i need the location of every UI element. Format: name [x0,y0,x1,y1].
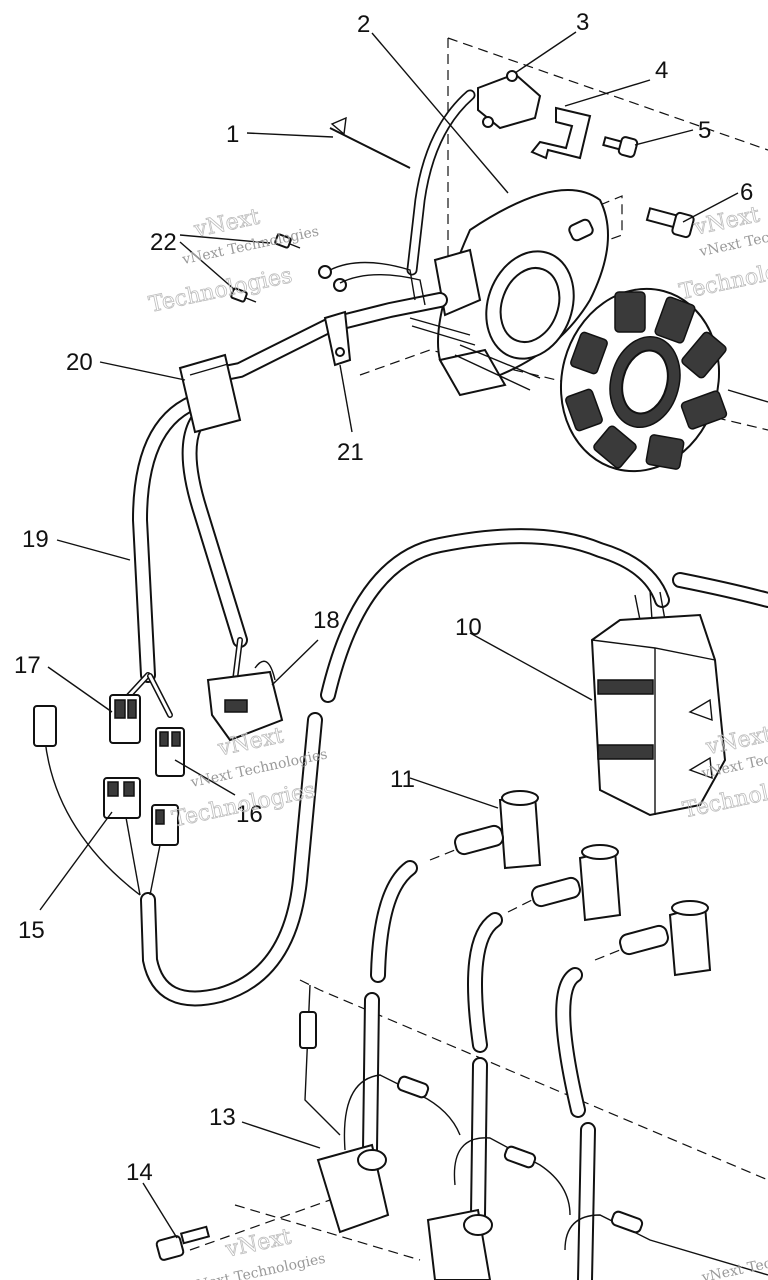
callout-1: 1 [226,121,239,148]
screw-large [645,207,695,239]
callout-20: 20 [66,349,93,376]
callout-5: 5 [698,117,711,144]
svg-text:vNext: vNext [223,1224,294,1262]
callout-numbers: 1 2 3 4 5 6 10 11 13 14 15 16 17 18 19 2… [14,9,753,1186]
harness-grommet [178,353,242,434]
connector-15 [33,705,179,896]
ignition-leads [362,860,596,1280]
spark-plug-caps [429,790,712,977]
callout-13: 13 [209,1104,236,1131]
ignition-coils [316,1143,493,1280]
callout-10: 10 [455,614,482,641]
coil-bolt [155,1225,211,1261]
callout-4: 4 [655,57,668,84]
leader-lines [39,31,739,1239]
callout-11: 11 [390,766,415,793]
coil-wires [299,984,768,1276]
svg-text:vNext Technologies: vNext Technologies [699,1241,768,1280]
callout-19: 19 [22,526,49,553]
callout-22: 22 [150,229,177,256]
callout-6: 6 [740,179,753,206]
cable-tie [329,116,411,169]
callout-14: 14 [126,1159,153,1186]
screw-small [602,136,639,158]
connector-17 [109,672,173,744]
retainer-clip [477,70,542,130]
callout-18: 18 [313,607,340,634]
callout-15: 15 [18,917,45,944]
watermark-6: vNext Technologies [699,1241,768,1280]
svg-text:Technologies: Technologies [147,263,295,318]
callout-16: 16 [236,801,263,828]
callout-2: 2 [357,11,370,38]
harness-clamp [323,310,352,367]
connector-16 [155,727,185,777]
bracket [530,106,592,160]
stator-coil [559,287,768,473]
callout-17: 17 [14,652,41,679]
callout-21: 21 [337,439,364,466]
stator-plate [433,189,609,397]
svg-text:Technologies: Technologies [677,250,768,305]
callout-3: 3 [576,9,589,36]
connector-18 [206,637,284,742]
cdi-module [590,589,727,817]
